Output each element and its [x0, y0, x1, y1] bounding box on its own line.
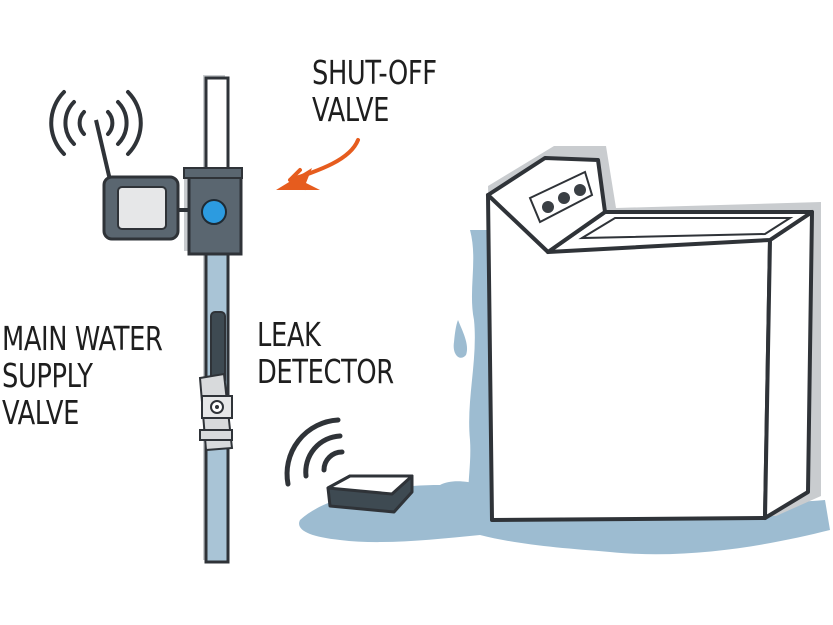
washing-machine — [486, 146, 821, 522]
wifi-signal-icon — [49, 90, 143, 156]
water-pipe — [203, 75, 230, 564]
detector-signal-icon — [284, 417, 345, 487]
indicator-light — [201, 199, 227, 225]
transmitter — [94, 119, 190, 241]
arrow-head — [276, 168, 320, 190]
leak-detector-device — [326, 474, 414, 514]
leak-detector-label: LEAK DETECTOR — [257, 316, 394, 390]
main-valve-label-line-3: VALVE — [2, 393, 80, 432]
main-valve-label-line-2: SUPPLY — [2, 356, 93, 395]
shutoff-valve-label-line-1: SHUT-OFF — [312, 53, 437, 92]
shutoff-valve-label: SHUT-OFF VALVE — [312, 54, 437, 128]
leak-detector-label-line-2: DETECTOR — [257, 352, 394, 391]
main-valve-label-line-1: MAIN WATER — [2, 319, 163, 358]
shutoff-valve-label-line-2: VALVE — [312, 90, 390, 129]
leak-detector-label-line-1: LEAK — [257, 315, 321, 354]
knob-3 — [574, 184, 586, 196]
main-water-supply-valve — [198, 372, 234, 452]
shutoff-valve — [183, 167, 243, 256]
knob-2 — [558, 192, 570, 204]
knob-1 — [542, 201, 554, 213]
main-water-supply-valve-label: MAIN WATER SUPPLY VALVE — [2, 319, 163, 432]
